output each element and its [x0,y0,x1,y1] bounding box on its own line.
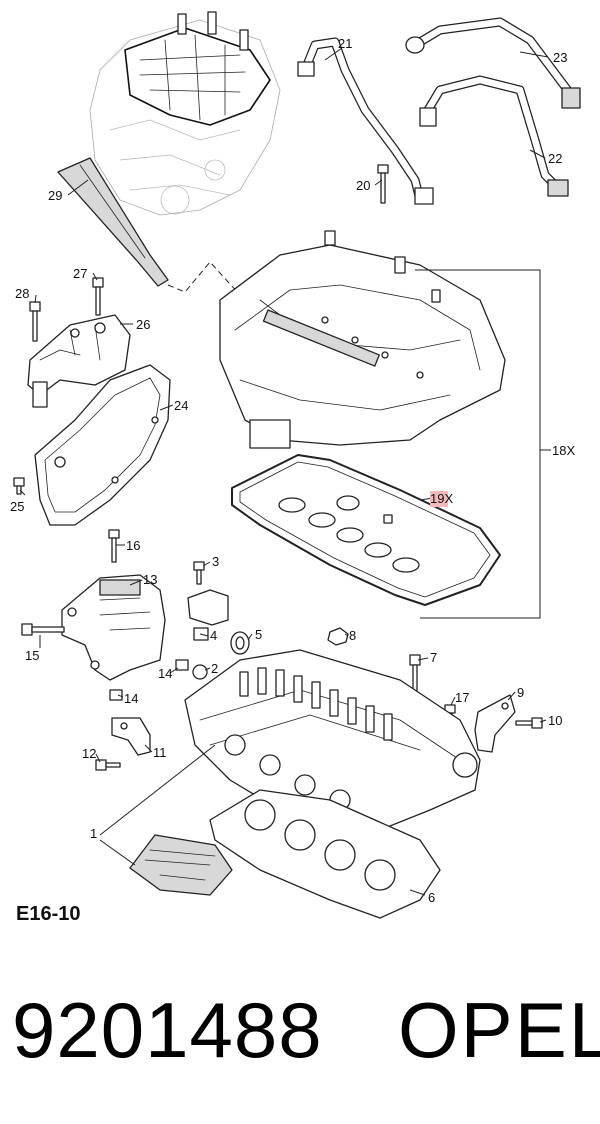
callout-14-upper: 14 [158,666,172,681]
part-1-gasket-set [129,834,233,896]
part-9-bracket [474,694,516,753]
section-code: E16-10 [16,903,81,925]
part-26-bracket [27,314,131,408]
callout-18: 18X [552,443,575,458]
callout-9: 9 [517,685,524,700]
part-8-nut [327,627,349,646]
callout-1: 1 [90,826,97,841]
part-28-bolt [29,301,41,342]
part-20-bolt [377,164,389,204]
callout-3: 3 [212,554,219,569]
leader-lines [19,47,549,896]
callout-28: 28 [15,286,29,301]
callout-16: 16 [126,538,140,553]
callout-21: 21 [338,36,352,51]
callout-7: 7 [430,650,437,665]
callout-24: 24 [174,398,188,413]
part-11-bracket [111,717,151,756]
leader-29-dash [167,261,241,296]
callout-27: 27 [73,266,87,281]
part-10-bolt [515,717,543,729]
part-19-gasket [231,454,501,606]
part-16-bolt [108,529,120,563]
callout-6: 6 [428,890,435,905]
part-27-bolt [92,277,104,316]
callout-labels: 21 23 22 20 29 27 28 26 24 18X 19X 25 16… [10,36,575,905]
part-14-sleeve-a [175,659,189,671]
callout-23: 23 [553,50,567,65]
part-3-bolt [193,561,205,585]
callout-14-lower: 14 [124,691,138,706]
part-21-hose [297,37,434,205]
part-3-clip [187,589,229,626]
callout-12: 12 [82,746,96,761]
callout-25: 25 [10,499,24,514]
part-23-hose [405,17,581,109]
callout-13: 13 [143,572,157,587]
callout-29: 29 [48,188,62,203]
part-24-timing-cover [34,364,171,526]
part-22-hose [419,75,569,197]
part-25-bolt [13,477,25,495]
callout-4: 4 [210,628,217,643]
engine-overview-image [89,11,281,216]
callout-15: 15 [25,648,39,663]
part-number: 9201488 [12,986,323,1074]
part-6-head-gasket [209,789,441,919]
part-29-ignition-rod [57,157,169,287]
callout-5: 5 [255,627,262,642]
callout-19: 19X [430,491,453,506]
part-13-engine-mount [61,574,166,681]
callout-19-highlight [430,491,448,507]
callout-8: 8 [349,628,356,643]
callout-20: 20 [356,178,370,193]
bracket-18 [415,269,541,619]
callout-2: 2 [211,661,218,676]
part-5-seal [230,631,250,655]
part-18-manifold [219,230,506,449]
callout-22: 22 [548,151,562,166]
part-15-bolt [21,623,65,636]
callout-11: 11 [153,745,167,760]
part-12-bolt [95,759,121,771]
brand-name: OPEL [398,986,600,1074]
part-14-sleeve-b [109,689,123,701]
part-2-plug [192,664,208,680]
callout-17: 17 [455,690,469,705]
callout-26: 26 [136,317,150,332]
callout-10: 10 [548,713,562,728]
